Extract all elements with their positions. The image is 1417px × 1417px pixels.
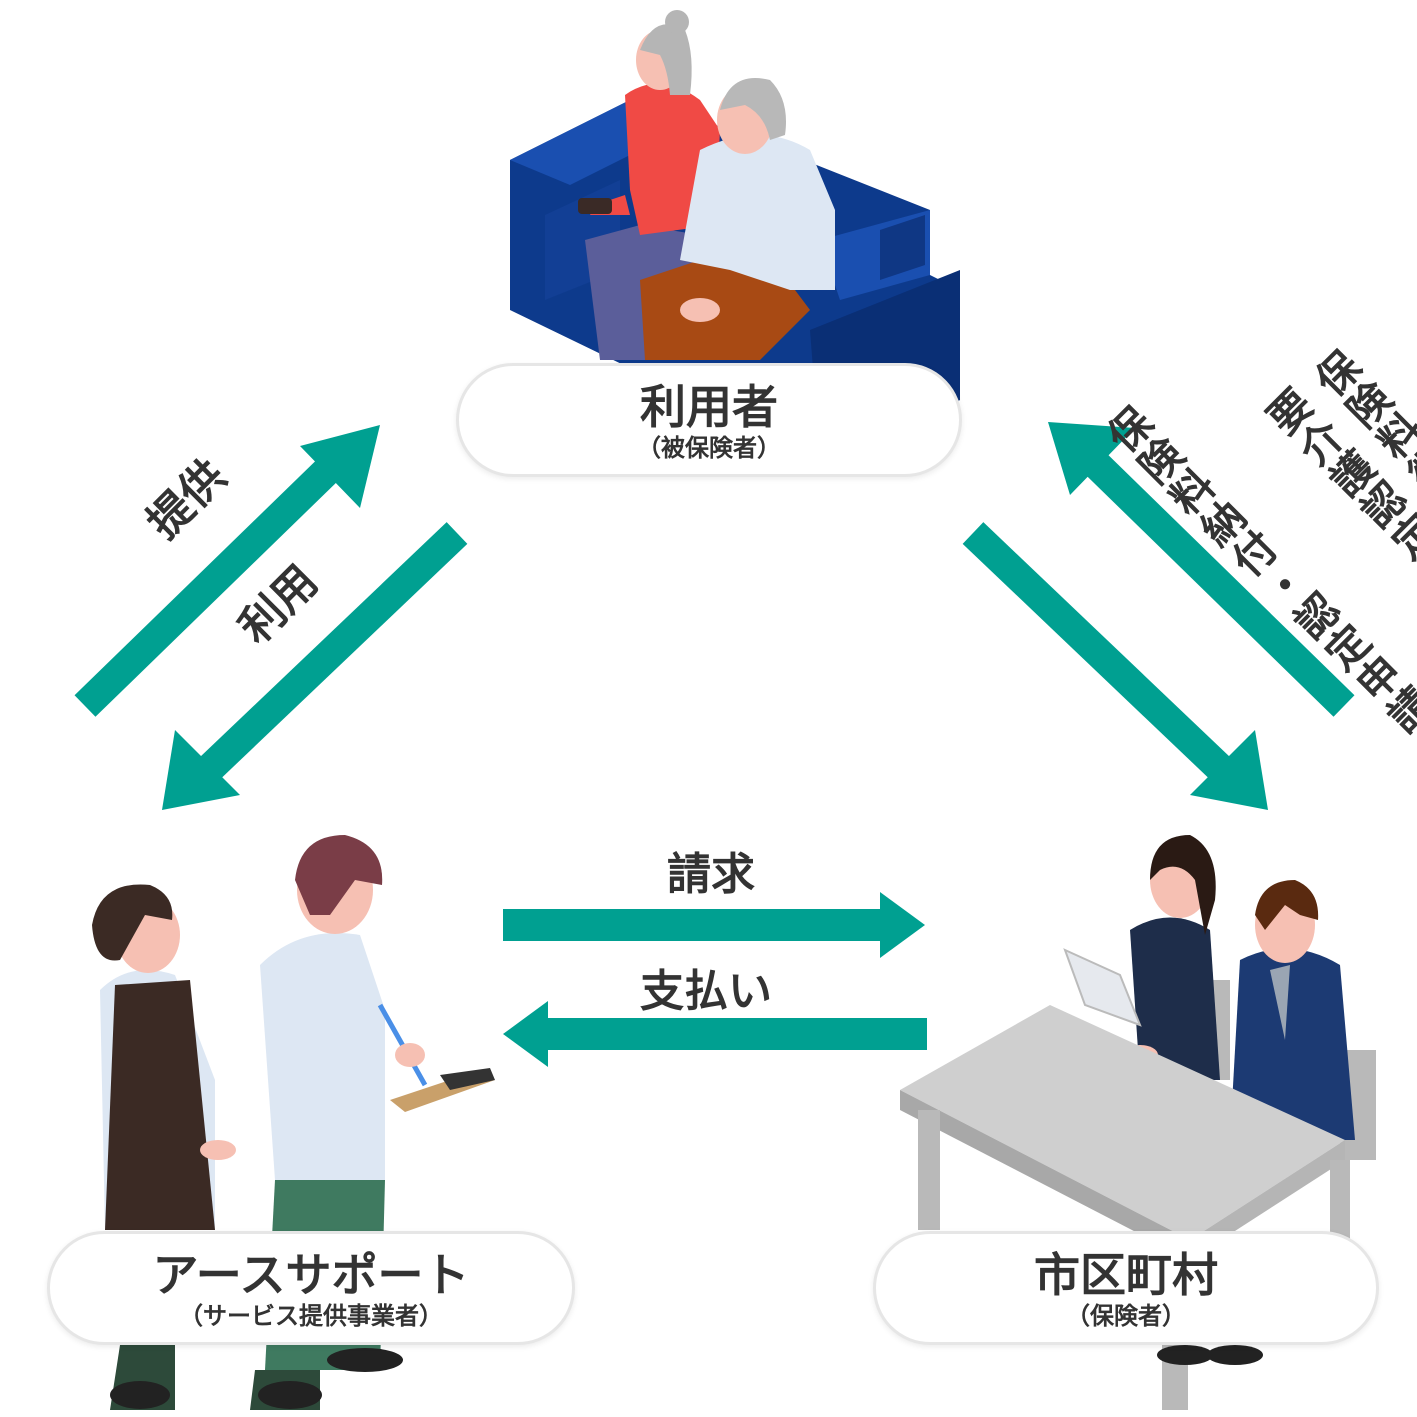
arrow-payment-application xyxy=(962,522,1268,810)
arrow-provide xyxy=(74,425,380,717)
node-provider-sub: （サービス提供事業者） xyxy=(179,1302,443,1330)
node-municipality-name: 市区町村 xyxy=(1034,1248,1218,1302)
node-user-sub: （被保険者） xyxy=(637,434,781,462)
arrow-billing xyxy=(503,892,925,958)
officials-illustration xyxy=(900,835,1376,1410)
node-provider: アースサポート （サービス提供事業者） xyxy=(47,1231,575,1345)
label-billing: 請求 xyxy=(667,849,755,900)
arrow-use xyxy=(162,522,468,810)
arrow-payment xyxy=(503,1001,927,1067)
node-user: 利用者 （被保険者） xyxy=(456,363,962,477)
node-municipality-sub: （保険者） xyxy=(1066,1302,1186,1330)
node-provider-name: アースサポート xyxy=(152,1248,470,1302)
node-user-name: 利用者 xyxy=(640,380,778,434)
arrow-collection xyxy=(1048,422,1355,717)
node-municipality: 市区町村 （保険者） xyxy=(873,1231,1379,1345)
label-payment: 支払い xyxy=(640,966,772,1017)
